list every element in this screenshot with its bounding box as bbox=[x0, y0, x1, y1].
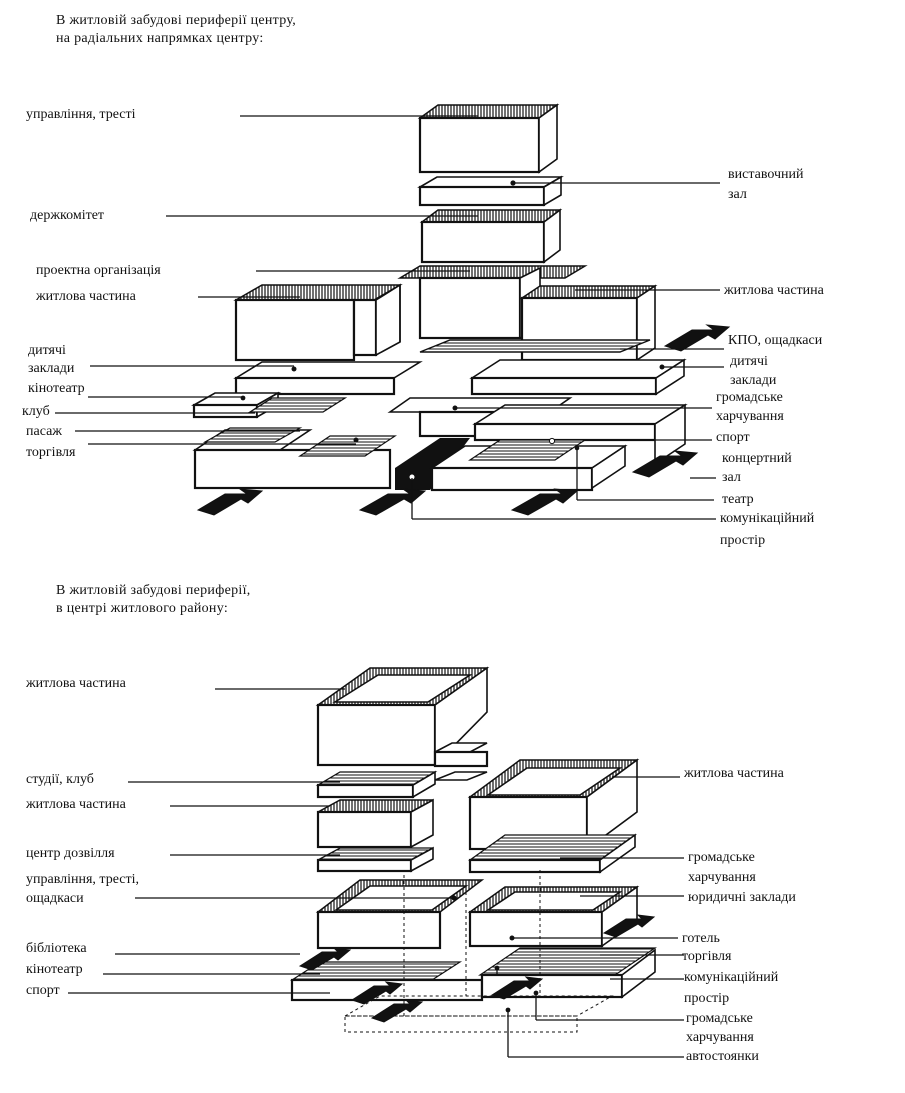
s1-label-state-committee: держкомітет bbox=[30, 208, 105, 223]
s1-label-project-org: проектна організація bbox=[36, 263, 161, 278]
s2-residential-left-2 bbox=[316, 798, 434, 849]
s2-label-comm-1: комунікаційний bbox=[684, 970, 779, 985]
s2-hotel-block bbox=[467, 885, 640, 948]
s1-label-kids-2: заклади bbox=[28, 361, 75, 376]
s1-residential-left bbox=[233, 283, 403, 362]
s1-label-cinema: кінотеатр bbox=[28, 381, 85, 396]
s2-label-catering-1: громадське bbox=[688, 850, 755, 865]
s1-label-kids-1: дитячі bbox=[28, 343, 66, 358]
s1-label-concert-2: зал bbox=[722, 470, 741, 485]
s2-label-residential-2: житлова частина bbox=[26, 797, 126, 812]
s1-label-comm-1: комунікаційний bbox=[720, 511, 815, 526]
s2-label-library: бібліотека bbox=[26, 941, 87, 956]
s2-leisure-slab bbox=[316, 846, 434, 873]
s1-label-kpo: КПО, ощадкаси bbox=[728, 333, 823, 348]
s1-label-comm-2: простір bbox=[720, 533, 766, 548]
s2-label-sport: спорт bbox=[26, 983, 60, 998]
s2-residential-right bbox=[467, 758, 640, 851]
s2-base bbox=[289, 947, 657, 1013]
s1-entry-arrows bbox=[196, 324, 731, 516]
s2-label-comm-2: простір bbox=[684, 991, 730, 1006]
s2-residential-top bbox=[315, 666, 490, 767]
s1-label-exhibition-1: виставочний bbox=[728, 167, 804, 182]
s1-label-sport: спорт bbox=[716, 430, 750, 445]
s2-label-admin-2: ощадкаси bbox=[26, 891, 84, 906]
s2-label-trade: торгівля bbox=[682, 949, 732, 964]
s1-exhibition-slab bbox=[417, 175, 564, 207]
s1-label-theatre: театр bbox=[722, 492, 754, 507]
s2-label-catering-b-2: харчування bbox=[686, 1030, 754, 1045]
s2-leader-lines bbox=[68, 688, 684, 1058]
s2-label-hotel: готель bbox=[682, 931, 720, 946]
s1-label-catering-2: харчування bbox=[716, 409, 784, 424]
s1-label-kids-right-2: заклади bbox=[730, 373, 777, 388]
s1-communication-space bbox=[395, 438, 470, 490]
s1-label-catering-1: громадське bbox=[716, 390, 783, 405]
section2-caption-line2: в центрі житлового району: bbox=[56, 601, 229, 616]
s2-label-catering-2: харчування bbox=[688, 870, 756, 885]
s1-label-admin: управління, тресті bbox=[26, 107, 136, 122]
s2-label-legal: юридичні заклади bbox=[688, 890, 796, 905]
s2-slab-1 bbox=[433, 742, 489, 768]
s2-label-residential-top: житлова частина bbox=[26, 676, 126, 691]
s2-catering-slab bbox=[467, 833, 638, 874]
s2-label-catering-b-1: громадське bbox=[686, 1011, 753, 1026]
s1-label-passage: пасаж bbox=[26, 424, 62, 439]
s2-label-cinema: кінотеатр bbox=[26, 962, 83, 977]
s1-label-exhibition-2: зал bbox=[728, 187, 747, 202]
s1-label-club: клуб bbox=[22, 404, 50, 419]
s1-label-residential-right: житлова частина bbox=[724, 283, 824, 298]
s1-label-concert-1: концертний bbox=[722, 451, 792, 466]
s1-label-residential: житлова частина bbox=[36, 289, 136, 304]
s1-leader-lines bbox=[55, 115, 724, 520]
s2-label-residential-right: житлова частина bbox=[684, 766, 784, 781]
s1-label-kids-right-1: дитячі bbox=[730, 354, 768, 369]
s2-label-studios: студії, клуб bbox=[26, 772, 94, 787]
s1-admin-block bbox=[417, 103, 560, 174]
s2-entry-arrows bbox=[298, 914, 656, 1023]
s1-mid-level bbox=[247, 397, 688, 466]
section1-caption-line1: В житловій забудові периферії центру, bbox=[56, 13, 297, 28]
s2-parking bbox=[343, 870, 614, 1033]
s2-label-parking: автостоянки bbox=[686, 1049, 759, 1064]
s2-label-admin-1: управління, тресті, bbox=[26, 872, 140, 887]
s2-label-leisure: центр дозвілля bbox=[26, 846, 115, 861]
s2-studios-slab bbox=[315, 770, 488, 799]
section1-caption-line2: на радіальних напрямках центру: bbox=[56, 31, 264, 46]
s1-label-trade: торгівля bbox=[26, 445, 76, 460]
section2-caption-line1: В житловій забудові периферії, bbox=[56, 583, 251, 598]
s1-state-committee-block bbox=[419, 208, 563, 264]
s1-base-trade bbox=[192, 427, 397, 490]
s2-management-block bbox=[315, 879, 485, 950]
